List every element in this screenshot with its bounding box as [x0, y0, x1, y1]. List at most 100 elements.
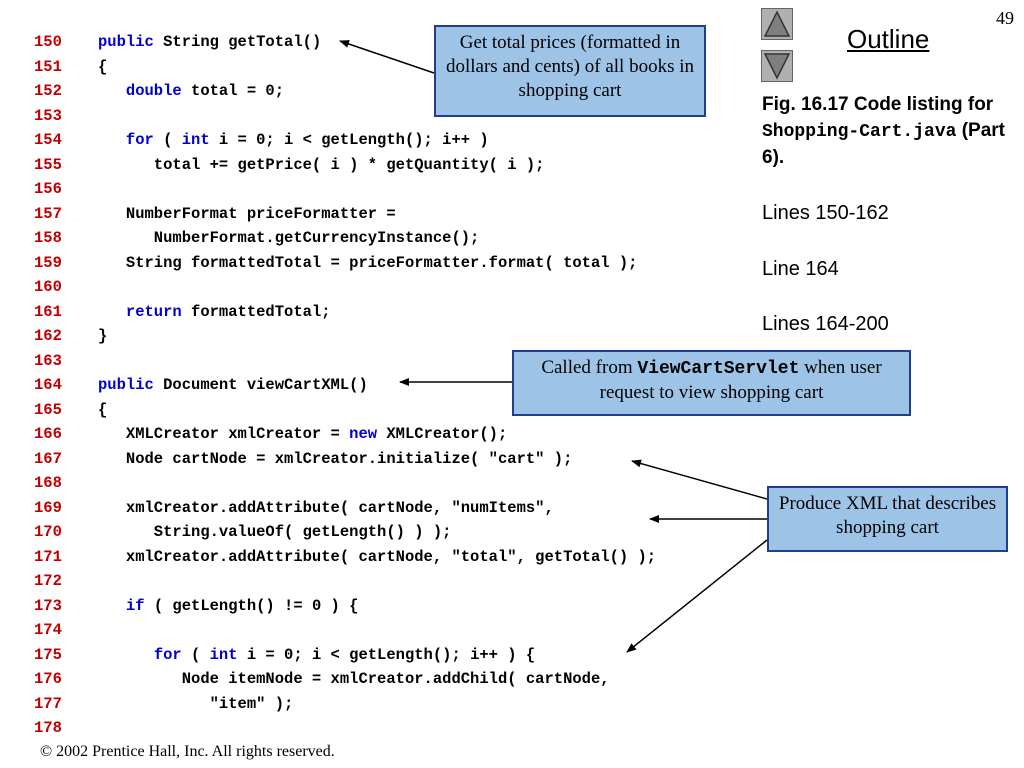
page-number: 49	[996, 8, 1014, 28]
code-text: Document viewCartXML()	[153, 376, 368, 394]
code-text: "item" );	[98, 694, 294, 713]
code-text: Node itemNode = xmlCreator.addChild( car…	[98, 670, 610, 688]
code-line: 154 for ( int i = 0; i < getLength(); i+…	[34, 128, 489, 152]
line-number: 157	[34, 204, 62, 223]
code-text: }	[98, 327, 108, 345]
code-text: total += getPrice( i ) * getQuantity( i …	[98, 155, 545, 174]
code-keyword: for	[153, 645, 182, 664]
code-keyword: int	[209, 645, 238, 664]
code-text: {	[98, 400, 108, 419]
code-line: 157 NumberFormat priceFormatter =	[34, 202, 396, 226]
line-number: 152	[34, 82, 62, 100]
code-text: (	[181, 645, 210, 664]
code-keyword: public	[98, 33, 154, 51]
code-text: formattedTotal;	[181, 302, 331, 321]
code-keyword: new	[349, 425, 378, 443]
line-number: 174	[34, 621, 62, 639]
callout-called-from: Called from ViewCartServlet when user re…	[512, 350, 911, 416]
code-text: NumberFormat.getCurrencyInstance();	[98, 229, 480, 247]
line-number: 176	[34, 670, 62, 688]
line-number: 173	[34, 596, 62, 615]
code-line: 169 xmlCreator.addAttribute( cartNode, "…	[34, 496, 554, 520]
nav-up-button[interactable]	[761, 8, 793, 40]
code-line: 167 Node cartNode = xmlCreator.initializ…	[34, 447, 572, 471]
code-text: String.valueOf( getLength() ) );	[98, 523, 452, 541]
arrow-produce-3	[626, 539, 768, 653]
outline-link[interactable]: Outline	[847, 24, 930, 54]
code-text: xmlCreator.addAttribute( cartNode, "numI…	[98, 498, 554, 517]
fig-title-prefix: Fig. 16.17 Code listing for	[762, 94, 994, 115]
line-number: 163	[34, 351, 62, 370]
callout-called-from-code: ViewCartServlet	[637, 359, 800, 379]
code-line: 166 XMLCreator xmlCreator = new XMLCreat…	[34, 422, 507, 446]
line-number: 175	[34, 645, 62, 664]
line-number: 150	[34, 33, 62, 51]
line-number: 178	[34, 719, 62, 737]
line-number: 161	[34, 302, 62, 321]
line-number: 170	[34, 523, 62, 541]
code-line: 150 public String getTotal()	[34, 30, 321, 54]
callout-called-from-pre: Called from	[541, 357, 638, 378]
code-text: total = 0;	[181, 82, 285, 100]
line-number: 166	[34, 425, 62, 443]
triangle-down-icon	[763, 53, 791, 80]
fig-title-suffix: (Part 6).	[762, 120, 1006, 168]
code-text: NumberFormat priceFormatter =	[98, 204, 396, 223]
code-text: xmlCreator.addAttribute( cartNode, "tota…	[98, 547, 657, 566]
code-text: XMLCreator();	[377, 425, 508, 443]
code-text: {	[98, 57, 108, 76]
side-line-3: Lines 164-200	[762, 313, 889, 335]
callout-produce-xml: Produce XML that describes shopping cart	[767, 486, 1008, 552]
code-line: 159 String formattedTotal = priceFormatt…	[34, 251, 638, 275]
code-keyword: public	[98, 376, 154, 394]
code-keyword: return	[125, 302, 182, 321]
figure-caption: Fig. 16.17 Code listing for Shopping-Car…	[762, 92, 1012, 171]
arrow-get-total	[339, 40, 435, 74]
code-text: String getTotal()	[153, 33, 322, 51]
code-line: 158 NumberFormat.getCurrencyInstance();	[34, 226, 479, 250]
line-number: 155	[34, 155, 62, 174]
code-line: 152 double total = 0;	[34, 79, 284, 103]
code-line: 176 Node itemNode = xmlCreator.addChild(…	[34, 667, 610, 691]
code-line: 172	[34, 569, 98, 593]
code-text: i = 0; i < getLength(); i++ ) {	[237, 645, 536, 664]
code-line: 175 for ( int i = 0; i < getLength(); i+…	[34, 643, 535, 667]
code-line: 162}	[34, 324, 107, 348]
code-line: 155 total += getPrice( i ) * getQuantity…	[34, 153, 544, 177]
line-number: 172	[34, 572, 62, 590]
line-number: 153	[34, 106, 62, 125]
code-line: 170 String.valueOf( getLength() ) );	[34, 520, 451, 544]
callout-called-from-post: when user request to view shopping cart	[599, 357, 882, 403]
code-line: 156	[34, 177, 98, 201]
line-number: 168	[34, 474, 62, 492]
callout-get-total: Get total prices (formatted in dollars a…	[434, 25, 706, 117]
code-text: (	[153, 131, 182, 149]
code-keyword: for	[125, 131, 154, 149]
code-line: 174	[34, 618, 98, 642]
line-number: 169	[34, 498, 62, 517]
code-keyword: double	[125, 82, 182, 100]
code-line: 151{	[34, 55, 107, 79]
code-line: 173 if ( getLength() != 0 ) {	[34, 594, 358, 618]
line-number: 177	[34, 694, 62, 713]
nav-down-button[interactable]	[761, 50, 793, 82]
triangle-up-icon	[763, 10, 791, 37]
code-line: 165{	[34, 398, 107, 422]
code-keyword: int	[181, 131, 210, 149]
line-number: 158	[34, 229, 62, 247]
code-text: ( getLength() != 0 ) {	[144, 596, 359, 615]
line-number: 171	[34, 547, 62, 566]
code-line: 171 xmlCreator.addAttribute( cartNode, "…	[34, 545, 656, 569]
code-line: 161 return formattedTotal;	[34, 300, 331, 324]
code-line: 178	[34, 716, 98, 740]
code-text: i = 0; i < getLength(); i++ )	[209, 131, 489, 149]
arrow-produce-1	[631, 459, 768, 500]
line-number: 167	[34, 449, 62, 468]
code-line: 168	[34, 471, 98, 495]
line-number: 156	[34, 180, 62, 198]
code-line: 177 "item" );	[34, 692, 293, 716]
line-number: 159	[34, 253, 62, 272]
side-line-2: Line 164	[762, 258, 839, 280]
code-keyword: if	[125, 596, 145, 615]
